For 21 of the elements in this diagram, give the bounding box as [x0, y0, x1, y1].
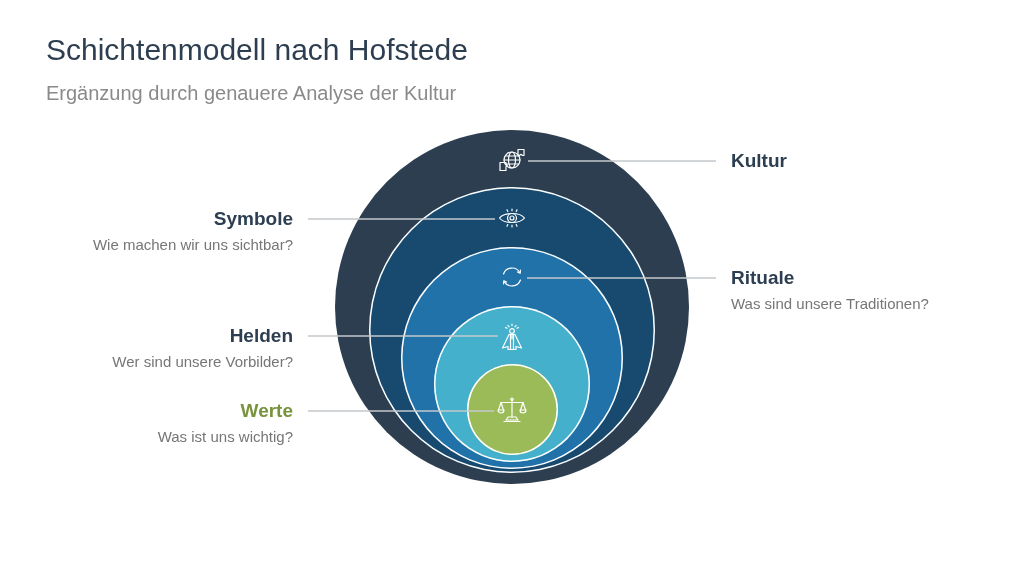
layer-question: Wie machen wir uns sichtbar? — [92, 235, 293, 255]
layer-name: Werte — [240, 399, 293, 423]
layer-name: Symbole — [213, 207, 293, 231]
eye-icon — [498, 208, 526, 228]
layer-name: Kultur — [731, 149, 787, 173]
layer-question: Was ist uns wichtig? — [157, 427, 293, 447]
leader-line — [527, 160, 717, 162]
layer-name: Rituale — [731, 266, 795, 290]
slide-subtitle: Ergänzung durch genauere Analyse der Kultur — [46, 81, 457, 106]
layer-question: Wer sind unsere Vorbilder? — [112, 352, 293, 372]
leader-line — [307, 218, 496, 220]
caped-person-icon — [501, 323, 523, 351]
layer-question: Was sind unsere Traditionen? — [731, 294, 929, 314]
layer-name: Helden — [229, 324, 293, 348]
leader-line — [526, 277, 717, 279]
refresh-icon — [500, 265, 524, 289]
globe-puzzle-icon — [499, 148, 525, 172]
slide-title: Schichtenmodell nach Hofstede — [46, 32, 468, 68]
leader-line — [307, 410, 495, 412]
scales-icon — [497, 397, 527, 423]
leader-line — [307, 335, 499, 337]
